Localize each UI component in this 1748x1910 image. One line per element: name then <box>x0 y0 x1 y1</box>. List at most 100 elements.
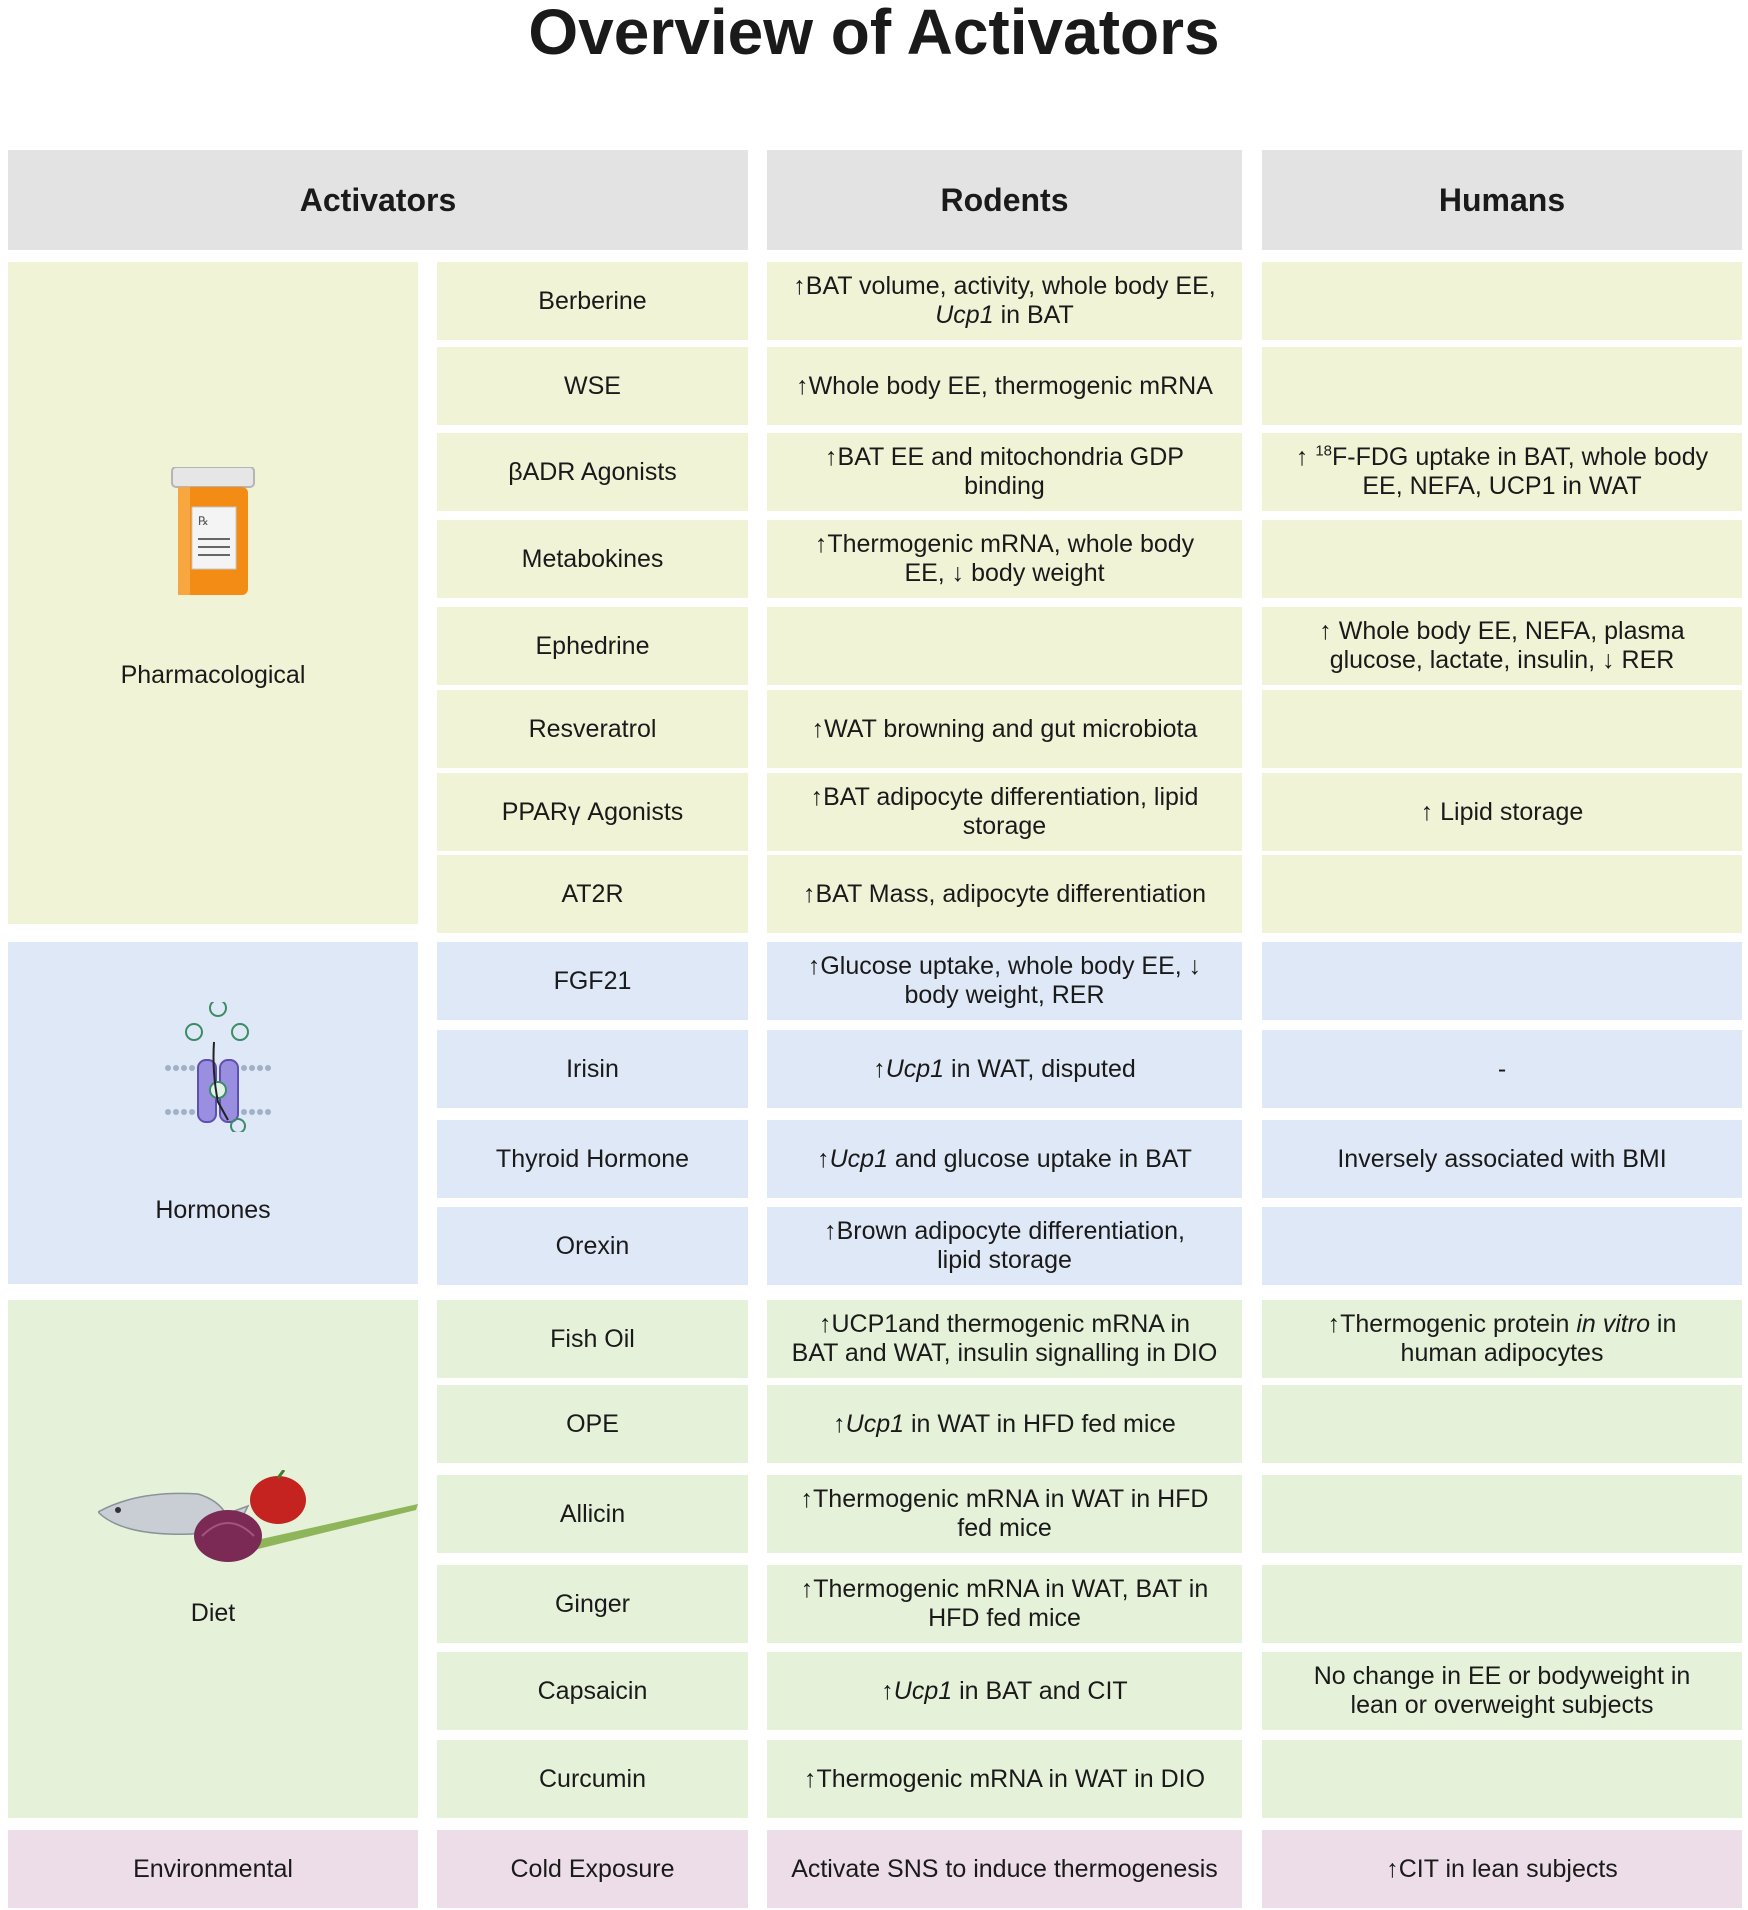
header-rodents: Rodents <box>767 150 1242 250</box>
humans-cell <box>1262 1385 1742 1463</box>
cell-line: ↑Thermogenic mRNA, whole body <box>814 530 1195 558</box>
activator-cell: Orexin <box>437 1207 748 1285</box>
svg-text:℞: ℞ <box>198 514 209 528</box>
rodents-cell: ↑Ucp1 in WAT, disputed <box>767 1030 1242 1108</box>
cell-line: human adipocytes <box>1400 1339 1604 1367</box>
cell-line: ↑CIT in lean subjects <box>1386 1854 1618 1883</box>
category-diet: Diet <box>8 1300 418 1818</box>
cell-line: body weight, RER <box>904 981 1105 1009</box>
cell-line: BAT and WAT, insulin signalling in DIO <box>791 1339 1218 1367</box>
activator-cell: Metabokines <box>437 520 748 598</box>
humans-cell: Inversely associated with BMI <box>1262 1120 1742 1198</box>
rodents-cell: ↑BAT Mass, adipocyte differentiation <box>767 855 1242 933</box>
cell-line: glucose, lactate, insulin, ↓ RER <box>1329 646 1675 674</box>
header-activators: Activators <box>8 150 748 250</box>
cell-line: Activate SNS to induce thermogenesis <box>791 1854 1218 1883</box>
cell-line: ↑BAT adipocyte differentiation, lipid <box>810 783 1199 811</box>
cell-line: EE, NEFA, UCP1 in WAT <box>1362 472 1642 500</box>
category-hormones: Hormones <box>8 942 418 1284</box>
cell-line: ↑Ucp1 in WAT, disputed <box>873 1054 1136 1083</box>
page-title: Overview of Activators <box>528 0 1220 68</box>
activator-cell: Thyroid Hormone <box>437 1120 748 1198</box>
cell-line: binding <box>964 472 1045 500</box>
humans-cell <box>1262 1475 1742 1553</box>
pill-bottle-icon: ℞ <box>171 467 255 595</box>
rodents-cell: ↑Ucp1 in BAT and CIT <box>767 1652 1242 1730</box>
cell-line: ↑BAT volume, activity, whole body EE, <box>793 272 1216 300</box>
category-label-pharmacological: Pharmacological <box>120 661 306 689</box>
activator-cell: Ginger <box>437 1565 748 1643</box>
cell-line: EE, ↓ body weight <box>904 559 1105 587</box>
activator-cell: βADR Agonists <box>437 433 748 511</box>
cell-line: ↑Thermogenic mRNA in WAT in DIO <box>803 1764 1206 1793</box>
activator-cell: OPE <box>437 1385 748 1463</box>
cell-line: ↑UCP1and thermogenic mRNA in <box>819 1310 1190 1338</box>
cell-line: ↑ Lipid storage <box>1420 797 1584 826</box>
category-pharmacological: ℞ Pharmacological <box>8 262 418 924</box>
activator-cell: AT2R <box>437 855 748 933</box>
activator-cell: FGF21 <box>437 942 748 1020</box>
humans-cell <box>1262 855 1742 933</box>
cell-line: ↑Whole body EE, thermogenic mRNA <box>796 371 1213 400</box>
rodents-cell: ↑BAT volume, activity, whole body EE,Ucp… <box>767 262 1242 340</box>
rodents-cell <box>767 607 1242 685</box>
hormone-receptor-icon <box>165 1002 271 1132</box>
rodents-cell: ↑Thermogenic mRNA in WAT in DIO <box>767 1740 1242 1818</box>
humans-cell: ↑ Lipid storage <box>1262 773 1742 851</box>
rodents-cell: Activate SNS to induce thermogenesis <box>767 1830 1242 1908</box>
humans-cell <box>1262 1740 1742 1818</box>
cell-line: Ucp1 in BAT <box>935 301 1074 329</box>
rodents-cell: ↑Brown adipocyte differentiation,lipid s… <box>767 1207 1242 1285</box>
humans-cell <box>1262 1565 1742 1643</box>
cell-line: ↑Ucp1 and glucose uptake in BAT <box>817 1144 1192 1173</box>
rodents-cell: ↑Ucp1 and glucose uptake in BAT <box>767 1120 1242 1198</box>
rodents-cell: ↑Glucose uptake, whole body EE, ↓body we… <box>767 942 1242 1020</box>
cell-line: ↑Thermogenic protein in vitro in <box>1327 1310 1677 1338</box>
cell-line: ↑BAT EE and mitochondria GDP <box>825 443 1184 471</box>
activator-cell: Berberine <box>437 262 748 340</box>
cell-line: ↑Ucp1 in BAT and CIT <box>881 1676 1128 1705</box>
cell-line: ↑BAT Mass, adipocyte differentiation <box>803 879 1206 908</box>
cell-line: fed mice <box>957 1514 1052 1542</box>
food-icon <box>98 1470 418 1562</box>
activator-cell: WSE <box>437 347 748 425</box>
humans-cell <box>1262 520 1742 598</box>
humans-cell <box>1262 1207 1742 1285</box>
cell-line: ↑Glucose uptake, whole body EE, ↓ <box>807 952 1202 980</box>
cell-line: lean or overweight subjects <box>1350 1691 1654 1719</box>
humans-cell: ↑CIT in lean subjects <box>1262 1830 1742 1908</box>
activator-cell: Resveratrol <box>437 690 748 768</box>
cell-line: HFD fed mice <box>928 1604 1081 1632</box>
rodents-cell: ↑Ucp1 in WAT in HFD fed mice <box>767 1385 1242 1463</box>
activator-cell: PPARγ Agonists <box>437 773 748 851</box>
activator-cell: Irisin <box>437 1030 748 1108</box>
humans-cell <box>1262 942 1742 1020</box>
cell-line: ↑Thermogenic mRNA in WAT, BAT in <box>800 1575 1209 1603</box>
cell-line: storage <box>962 812 1047 840</box>
rodents-cell: ↑Whole body EE, thermogenic mRNA <box>767 347 1242 425</box>
humans-cell: - <box>1262 1030 1742 1108</box>
cell-line: ↑Thermogenic mRNA in WAT in HFD <box>800 1485 1209 1513</box>
cell-line: ↑ 18F-FDG uptake in BAT, whole body <box>1295 442 1709 471</box>
cell-line: - <box>1497 1054 1507 1083</box>
cell-line: lipid storage <box>937 1246 1072 1274</box>
category-label-hormones: Hormones <box>155 1196 271 1224</box>
activator-cell: Ephedrine <box>437 607 748 685</box>
activator-cell: Curcumin <box>437 1740 748 1818</box>
humans-cell <box>1262 690 1742 768</box>
humans-cell <box>1262 347 1742 425</box>
activator-cell: Fish Oil <box>437 1300 748 1378</box>
header-humans: Humans <box>1262 150 1742 250</box>
cell-line: ↑Brown adipocyte differentiation, <box>824 1217 1185 1245</box>
cell-line: ↑WAT browning and gut microbiota <box>811 714 1198 743</box>
activator-cell: Cold Exposure <box>437 1830 748 1908</box>
